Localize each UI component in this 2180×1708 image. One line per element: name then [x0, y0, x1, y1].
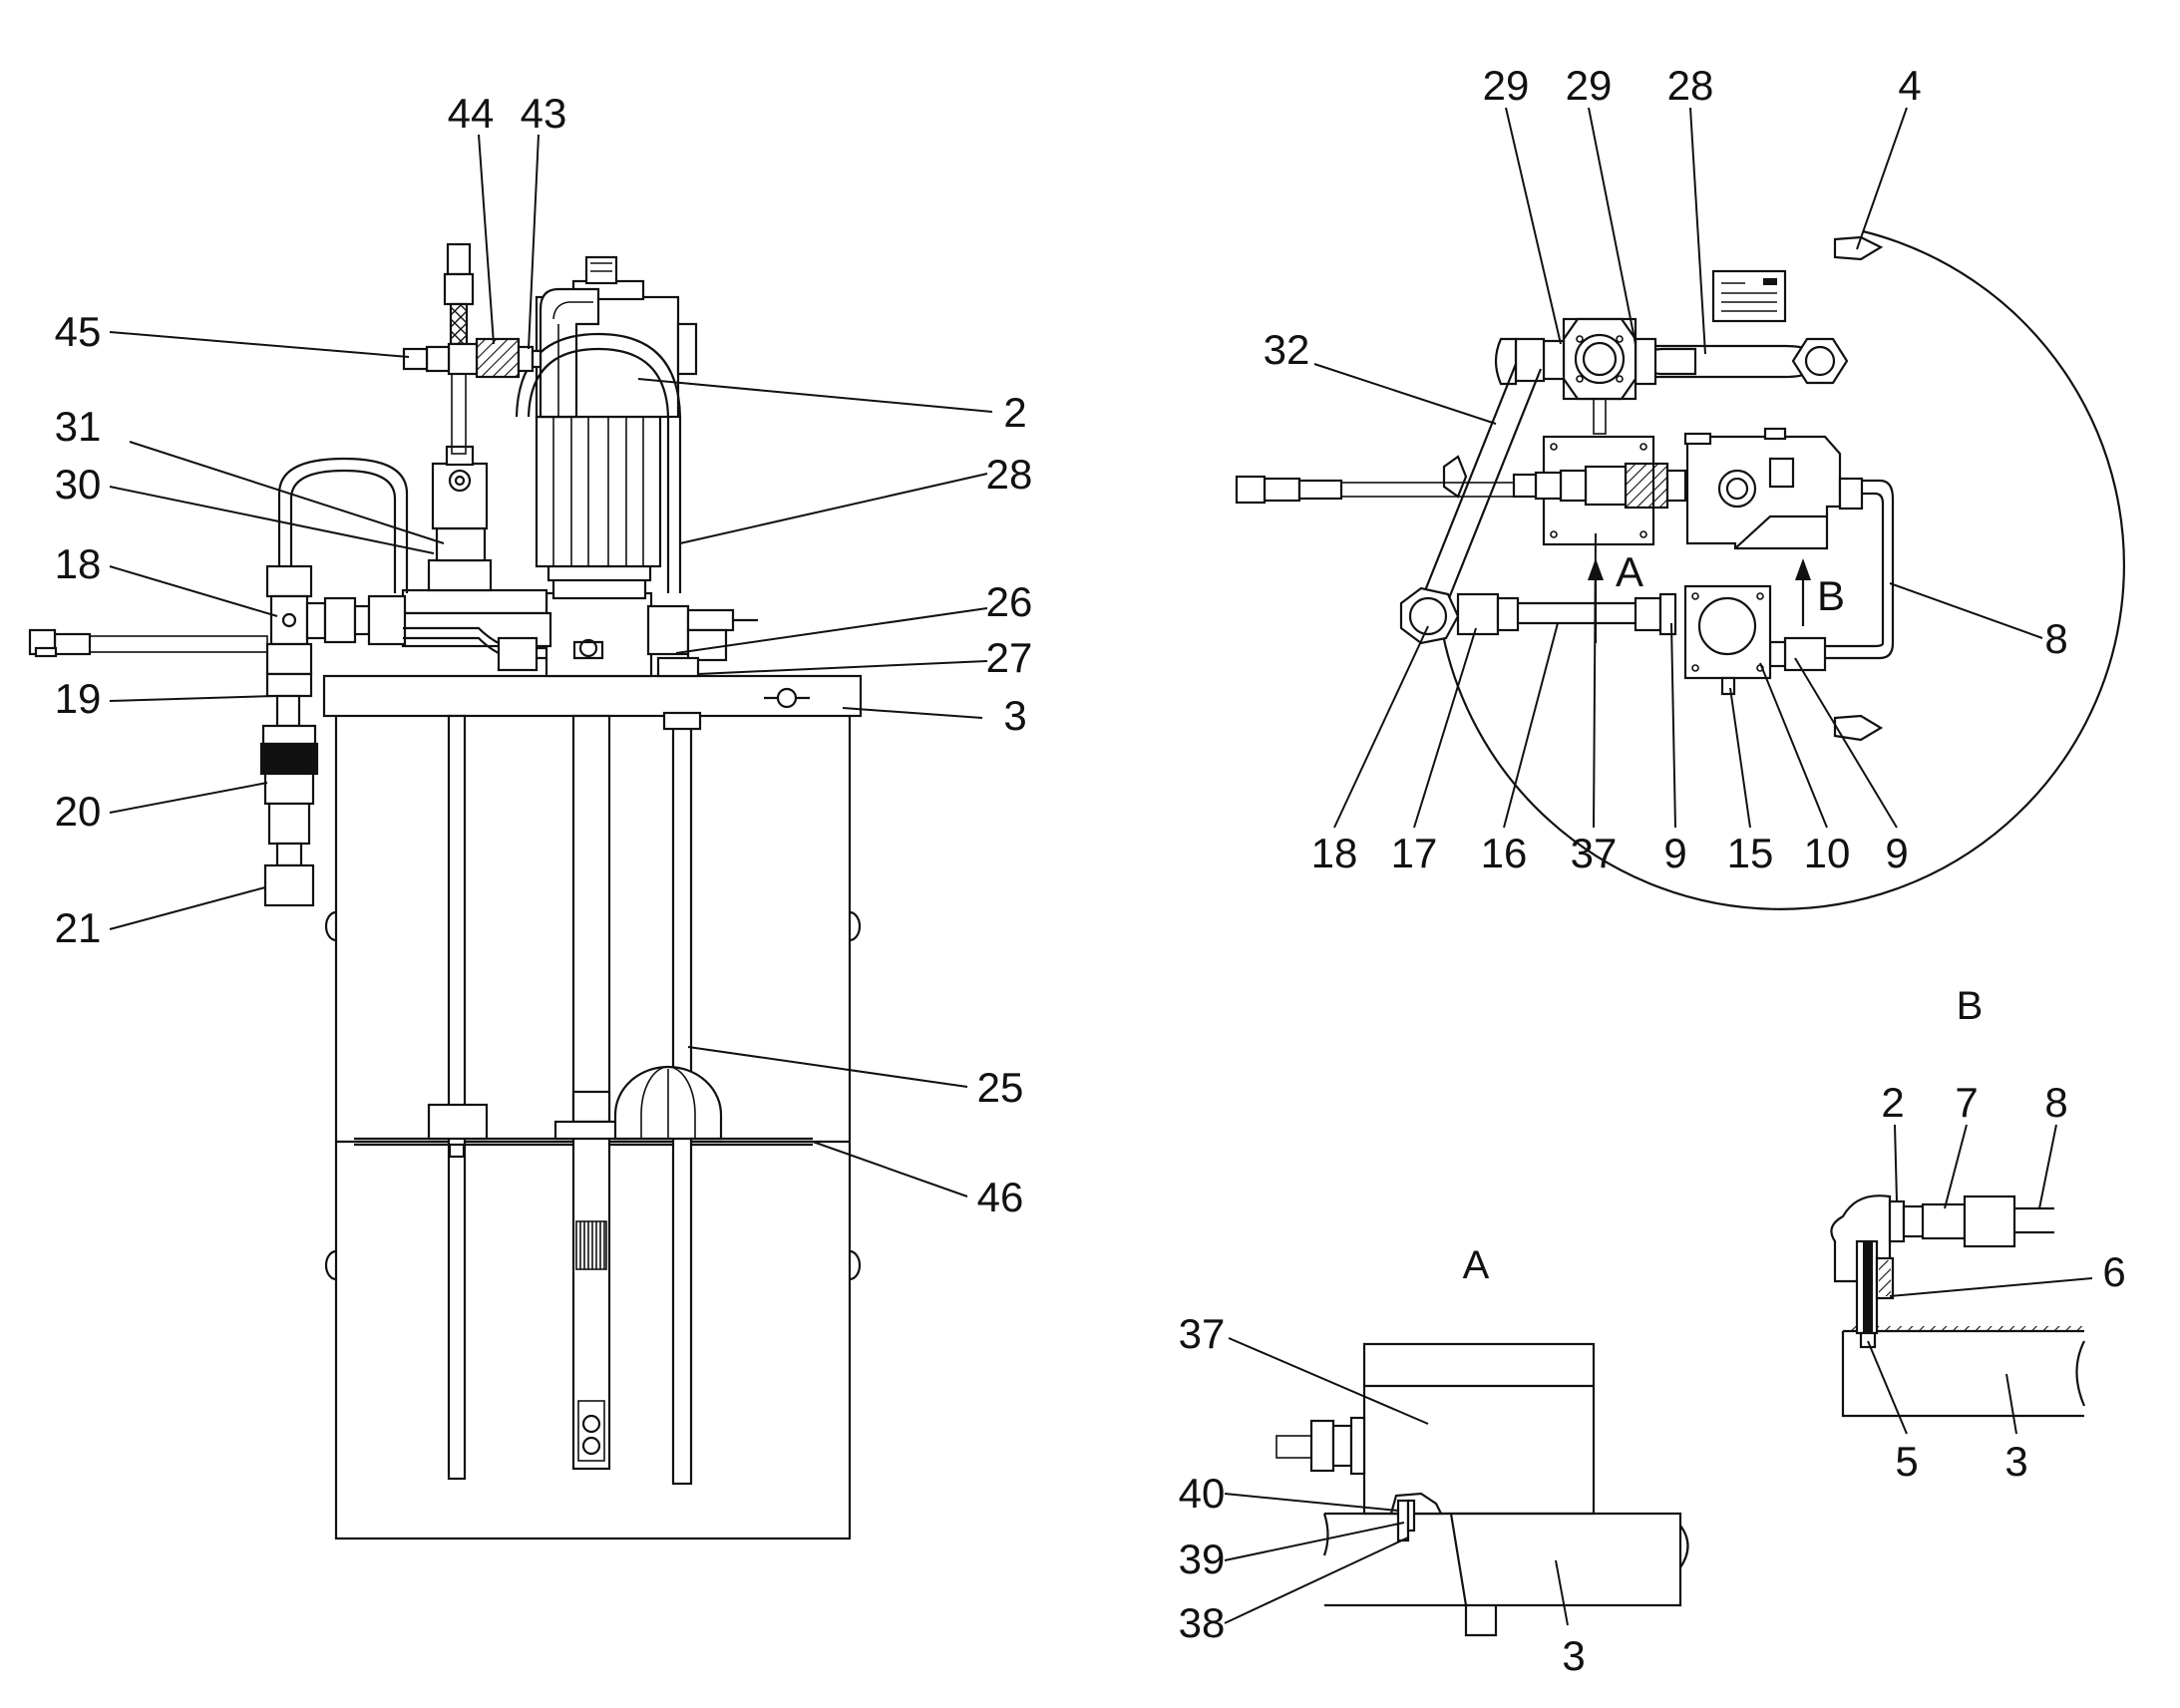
callout: 43 — [521, 90, 567, 137]
callout: 28 — [986, 451, 1033, 498]
air-motor-cylinder — [535, 415, 662, 568]
detail-a-title: A — [1463, 1243, 1490, 1287]
top-view — [1235, 229, 2125, 910]
drum-notch — [324, 1249, 337, 1281]
hose-loop — [277, 457, 409, 593]
callout: 32 — [1264, 326, 1310, 373]
regulator — [427, 558, 493, 592]
callout: 21 — [55, 904, 102, 951]
callout: 5 — [1895, 1438, 1918, 1485]
callout: 18 — [55, 540, 102, 587]
callout: 4 — [1898, 62, 1921, 109]
tie-rod — [447, 714, 467, 1481]
callout: 8 — [2044, 615, 2067, 662]
detail-b-callouts: 2 7 8 6 5 3 — [1881, 1079, 2125, 1485]
wing-nut — [1833, 714, 1884, 742]
braided-hose — [89, 635, 268, 653]
callout: 25 — [977, 1064, 1024, 1111]
drum-notch — [849, 1249, 862, 1281]
callout: 39 — [1179, 1536, 1226, 1582]
callout: 31 — [55, 403, 102, 450]
callout: 7 — [1955, 1079, 1978, 1126]
drum-outline — [1436, 229, 2125, 910]
valve-44 — [475, 337, 521, 379]
detail-a-leaders — [1224, 1337, 1569, 1626]
callout: 38 — [1179, 1599, 1226, 1646]
callout: 3 — [1003, 692, 1026, 739]
hex-fitting — [1791, 337, 1849, 385]
callout: 8 — [2044, 1079, 2067, 1126]
view-arrow-b — [1795, 558, 1811, 626]
callout: 19 — [55, 675, 102, 722]
sensor-connector — [446, 242, 472, 276]
view-marker-b: B — [1817, 572, 1845, 619]
callout: 2 — [1881, 1079, 1904, 1126]
callout: 20 — [55, 788, 102, 835]
drum-notch — [849, 910, 862, 942]
callout: 26 — [986, 578, 1033, 625]
callout: 46 — [977, 1174, 1024, 1220]
side-view — [28, 242, 863, 1540]
coupler-20 — [261, 744, 317, 774]
fitting-19 — [275, 694, 301, 728]
callout: 18 — [1311, 830, 1358, 876]
detail-b-title: B — [1957, 984, 1984, 1028]
pump-base — [545, 591, 653, 678]
callout: 30 — [55, 461, 102, 508]
top-callouts: 29 29 28 4 32 8 18 17 16 37 9 15 10 9 — [1264, 62, 2068, 876]
lid-lock-icon — [764, 687, 810, 709]
callout: 37 — [1179, 1310, 1226, 1357]
rod-block — [427, 1103, 489, 1141]
callout: 10 — [1804, 830, 1851, 876]
detail-a — [1275, 1342, 1689, 1637]
side-view-leaders — [109, 134, 993, 1197]
callout: 3 — [2004, 1438, 2027, 1485]
callout: 2 — [1003, 389, 1026, 436]
callout: 9 — [1663, 830, 1686, 876]
callout: 40 — [1179, 1470, 1226, 1517]
drum-notch — [324, 910, 337, 942]
callout: 17 — [1391, 830, 1438, 876]
callout: 44 — [448, 90, 495, 137]
callout: 6 — [2102, 1248, 2125, 1295]
callout: 27 — [986, 634, 1033, 681]
callout: 29 — [1483, 62, 1530, 109]
callout: 29 — [1566, 62, 1613, 109]
top-view-leaders — [1313, 107, 2043, 829]
callout: 15 — [1727, 830, 1774, 876]
control-block — [1685, 435, 1842, 550]
callout: 9 — [1885, 830, 1908, 876]
callout: 3 — [1562, 1632, 1585, 1679]
fitting-18-upper — [265, 564, 313, 598]
callout: 16 — [1481, 830, 1528, 876]
side-callouts: 44 43 45 2 31 30 28 18 26 27 19 3 20 21 … — [55, 90, 1033, 1220]
callout: 37 — [1571, 830, 1618, 876]
valve-hatched — [1624, 462, 1669, 510]
detail-a-block — [1362, 1342, 1596, 1516]
detail-a-callouts: 37 40 39 38 3 — [1179, 1310, 1586, 1679]
callout: 28 — [1667, 62, 1714, 109]
pump-inlet-ribs — [575, 1220, 607, 1270]
block-10 — [1683, 584, 1772, 680]
detail-b-leaders — [1867, 1124, 2093, 1435]
braided-hose-top — [1340, 482, 1515, 498]
callout: 45 — [55, 308, 102, 355]
view-marker-a: A — [1616, 548, 1643, 595]
label-plate — [1711, 269, 1787, 323]
fitting-21 — [263, 863, 315, 907]
detail-b — [1830, 1195, 2086, 1418]
mount-flange — [401, 588, 548, 615]
